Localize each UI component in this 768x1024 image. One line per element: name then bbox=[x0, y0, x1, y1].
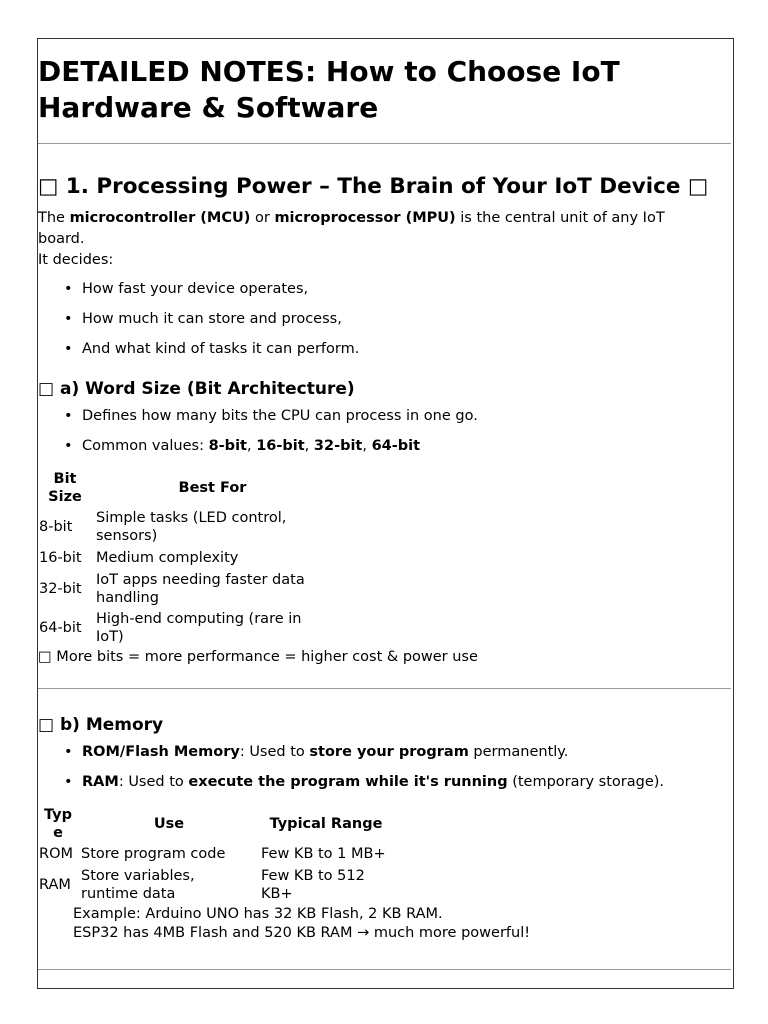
table-header: Typical Range bbox=[269, 816, 383, 832]
text: or bbox=[250, 210, 275, 226]
list-item-text: How fast your device operates, bbox=[82, 281, 309, 297]
table-cell: 64-bit bbox=[39, 620, 82, 636]
table-cell: Few KB to 1 MB+ bbox=[261, 846, 386, 862]
text: is the central unit of any IoT board. bbox=[38, 210, 665, 247]
list-item: •How much it can store and process, bbox=[64, 311, 342, 327]
divider bbox=[38, 969, 731, 970]
document-title: DETAILED NOTES: How to Choose IoT Hardwa… bbox=[38, 55, 620, 124]
table-cell: IoT apps needing faster data handling bbox=[96, 572, 305, 606]
list-item-text: And what kind of tasks it can perform. bbox=[82, 341, 360, 357]
bold-term: 64-bit bbox=[371, 438, 421, 454]
table-cell: Store program code bbox=[81, 846, 226, 862]
bold-term: 16-bit bbox=[256, 438, 305, 454]
example-text: ESP32 has 4MB Flash and 520 KB RAM → muc… bbox=[73, 925, 531, 941]
note: □ More bits = more performance = higher … bbox=[38, 649, 478, 665]
table-cell: Medium complexity bbox=[96, 550, 239, 566]
list-item-text: Defines how many bits the CPU can proces… bbox=[82, 408, 478, 424]
table-cell: Simple tasks (LED control, sensors) bbox=[96, 510, 287, 544]
bold-term: ROM/Flash Memory bbox=[82, 744, 240, 760]
bold-term: microcontroller (MCU) bbox=[69, 210, 251, 226]
bold-term: 8-bit bbox=[208, 438, 247, 454]
list-item: •ROM/Flash Memory: Used to store your pr… bbox=[64, 744, 569, 760]
list-item: •RAM: Used to execute the program while … bbox=[64, 774, 665, 790]
list-item: •And what kind of tasks it can perform. bbox=[64, 341, 360, 357]
bold-term: 32-bit bbox=[313, 438, 363, 454]
table-cell: 8-bit bbox=[39, 519, 73, 535]
text: Common values: bbox=[82, 438, 209, 454]
divider bbox=[38, 143, 731, 144]
decides-label: It decides: bbox=[38, 252, 114, 268]
table-header: Bit Size bbox=[48, 471, 82, 505]
table-cell: RAM bbox=[39, 877, 71, 893]
bold-term: microprocessor (MPU) bbox=[274, 210, 456, 226]
list-item-text: How much it can store and process, bbox=[82, 311, 342, 327]
list-item: •How fast your device operates, bbox=[64, 281, 309, 297]
table-cell: Few KB to 512 KB+ bbox=[261, 868, 365, 902]
page-frame bbox=[37, 38, 734, 989]
table-cell: ROM bbox=[39, 846, 73, 862]
bold-term: execute the program while it's running bbox=[188, 774, 508, 790]
bold-term: RAM bbox=[82, 774, 119, 790]
table-header: Best For bbox=[178, 480, 247, 496]
subsection-heading: □ b) Memory bbox=[38, 715, 164, 735]
table-cell: High-end computing (rare in IoT) bbox=[96, 611, 302, 645]
table-cell: 16-bit bbox=[39, 550, 82, 566]
intro-paragraph: The microcontroller (MCU) or microproces… bbox=[38, 208, 708, 250]
table-header: Use bbox=[153, 816, 185, 832]
table-header: Type bbox=[43, 807, 72, 841]
list-item: •Common values: 8-bit, 16-bit, 32-bit, 6… bbox=[64, 438, 421, 454]
example-text: Example: Arduino UNO has 32 KB Flash, 2 … bbox=[73, 906, 443, 922]
text: The bbox=[38, 210, 70, 226]
table-cell: 32-bit bbox=[39, 581, 82, 597]
divider bbox=[38, 688, 731, 689]
subsection-heading: □ a) Word Size (Bit Architecture) bbox=[38, 379, 355, 399]
section-heading: □ 1. Processing Power – The Brain of You… bbox=[38, 174, 709, 199]
list-item: •Defines how many bits the CPU can proce… bbox=[64, 408, 478, 424]
bold-term: store your program bbox=[309, 744, 469, 760]
table-cell: Store variables, runtime data bbox=[81, 868, 195, 902]
